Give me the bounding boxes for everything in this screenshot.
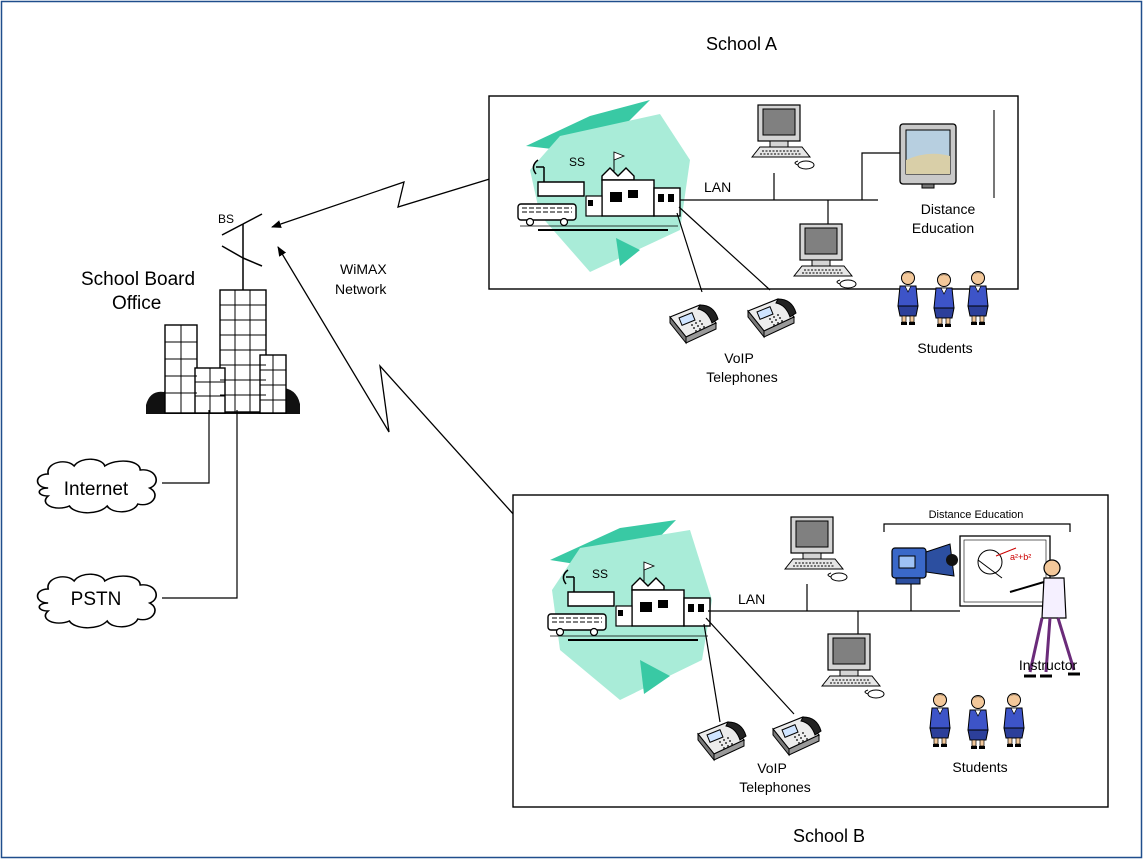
cloud-label-internet: Internet (64, 479, 129, 500)
school-b-voip-line2: Telephones (739, 779, 811, 795)
network-label-line1: WiMAX (340, 261, 387, 277)
network-label-line2: Network (335, 281, 387, 297)
school-a-title: School A (706, 34, 777, 54)
school-a-distance-line1: Distance (921, 201, 976, 217)
lan-a-label: LAN (704, 179, 731, 195)
school-a-distance-line2: Education (912, 220, 974, 236)
cloud-label-pstn: PSTN (71, 589, 122, 610)
school-b-distance-label: Distance Education (929, 509, 1024, 521)
cloud-pstn: PSTN (36, 573, 158, 629)
school-a-ss-label: SS (569, 155, 585, 169)
tv-monitor-icon (899, 110, 995, 198)
school-b-students-label: Students (952, 759, 1007, 775)
school-a-voip-line1: VoIP (724, 350, 754, 366)
office-building-icon (146, 289, 300, 414)
voip-phone-icon (669, 304, 719, 344)
lan-b-lines (703, 523, 1071, 723)
students-icon (897, 271, 989, 328)
office-uplink-lines (162, 410, 238, 599)
voip-phone-icon (747, 298, 797, 338)
instructor-icon (1009, 559, 1080, 678)
school-b-ss-label: SS (592, 567, 608, 581)
school-b-site: SS (547, 520, 712, 700)
school-b-title: School B (793, 826, 865, 846)
wimax-link-school-b (277, 246, 561, 567)
video-camera-icon (891, 543, 958, 585)
school-a-site: SS (517, 100, 690, 272)
wimax-link-school-a (271, 164, 533, 228)
school-b-instructor-label: Instructor (1019, 657, 1078, 673)
lan-b-label: LAN (738, 591, 765, 607)
school-a-voip-line2: Telephones (706, 369, 778, 385)
board-office-title-line1: School Board (81, 269, 195, 290)
board-office-title-line2: Office (112, 293, 161, 314)
bs-label: BS (218, 212, 234, 226)
base-station-antenna-icon (221, 213, 263, 290)
whiteboard-icon: a²+b² (959, 535, 1051, 607)
lan-a-lines (676, 152, 900, 293)
cloud-internet: Internet (36, 458, 158, 514)
svg-text:a²+b²: a²+b² (1010, 552, 1031, 562)
school-a-students-label: Students (917, 340, 972, 356)
school-b-voip-line1: VoIP (757, 760, 787, 776)
